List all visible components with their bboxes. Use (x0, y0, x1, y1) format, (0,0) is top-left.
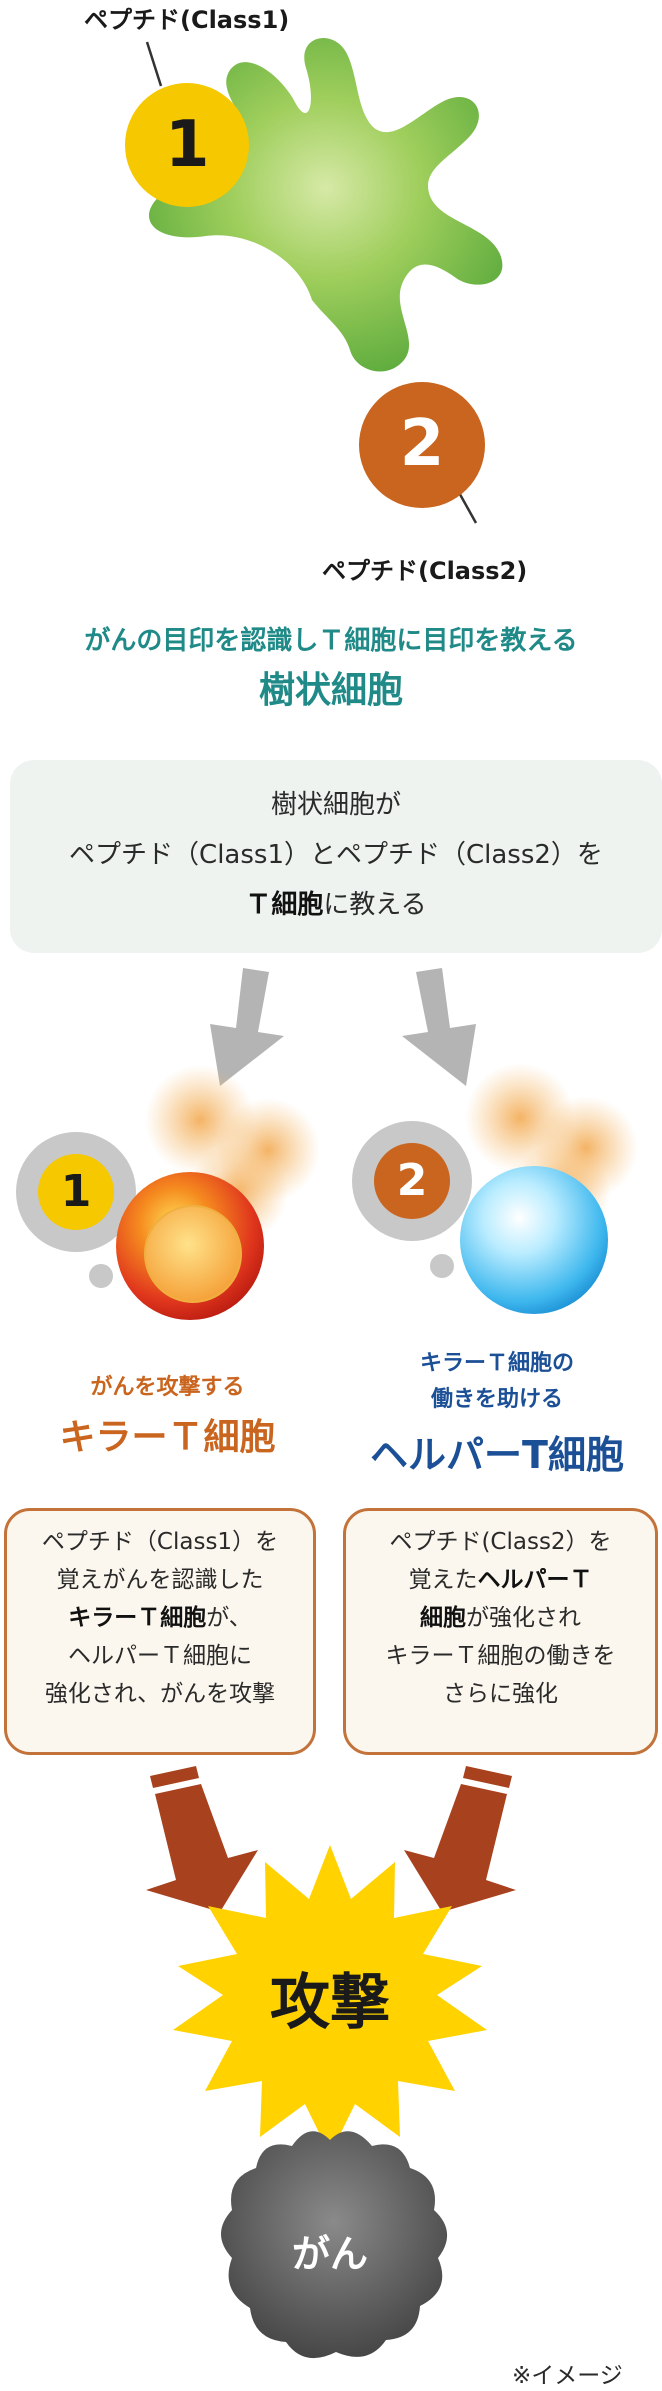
bubble-dot (89, 1264, 113, 1288)
peptide1-leader-line (145, 41, 163, 87)
bubble-dot-2 (430, 1254, 454, 1278)
cancer-label: がん (291, 2232, 368, 2276)
gray-arrow-left (210, 968, 284, 1086)
helper-box-line-3-bold: 細胞 (420, 1605, 466, 1631)
helper-box-line-4: キラーＴ細胞の働きを (385, 1643, 616, 1669)
gray-arrow-right (402, 968, 476, 1086)
helper-box-line-5: さらに強化 (443, 1681, 558, 1707)
peptide1-small-circle (38, 1154, 114, 1230)
helper-box-line-2: 覚えたヘルパーＴ (346, 1561, 655, 1599)
killer-box-line-3: キラーＴ細胞が、 (7, 1599, 313, 1637)
helper-box-line-3-rest: が強化され (466, 1605, 581, 1631)
killer-box-line-5: 強化され、がんを攻撃 (44, 1681, 276, 1707)
brown-arrow-right (404, 1766, 516, 1912)
peptide1-circle (125, 83, 249, 207)
killer-cell-group (16, 1065, 320, 1320)
helper-number: 2 (396, 1155, 428, 1206)
killer-subtitle: がんを攻撃する (90, 1375, 245, 1400)
explain-line-1: 樹状細胞が (270, 790, 401, 820)
peptide2-small-circle (374, 1143, 450, 1219)
killer-box-line-4: ヘルパーＴ細胞に (68, 1643, 252, 1669)
gear-blob-icon (221, 2131, 448, 2359)
starburst-icon (173, 1845, 487, 2155)
killer-box-line-3-bold: キラーＴ細胞 (68, 1605, 207, 1631)
helper-info-box: ペプチド(Class2）を 覚えたヘルパーＴ 細胞が強化され キラーＴ細胞の働き… (343, 1508, 658, 1755)
dendritic-cell-icon (149, 38, 503, 372)
helper-box-line-2-bold: ヘルパーＴ (477, 1567, 593, 1593)
explain-line-3: Ｔ細胞に教える (10, 880, 662, 930)
explain-line-3-bold: Ｔ細胞 (245, 890, 324, 920)
helper-subtitle-line-1: キラーＴ細胞の (419, 1351, 574, 1376)
dendritic-title: 樹状細胞 (258, 670, 403, 711)
killer-box-line-3-rest: が、 (206, 1605, 252, 1631)
peptide2-label: ペプチド(Class2) (322, 557, 528, 585)
explain-line-3-rest: に教える (323, 890, 427, 920)
helper-subtitle-line-2: 働きを助ける (430, 1387, 563, 1412)
red-orb-inner (144, 1205, 242, 1303)
killer-title: キラーＴ細胞 (59, 1417, 276, 1458)
peptide1-label: ペプチド(Class1) (84, 6, 290, 34)
peptide2-circle (359, 382, 485, 508)
killer-number: 1 (60, 1166, 92, 1217)
attack-label: 攻撃 (270, 1968, 390, 2038)
killer-box-line-1: ペプチド（Class1）を (41, 1529, 279, 1555)
image-note: ※イメージ (512, 2363, 623, 2389)
explain-box: 樹状細胞が ペプチド（Class1）とペプチド（Class2）を Ｔ細胞に教える (10, 760, 662, 953)
peptide2-number: 2 (399, 407, 445, 481)
helper-box-line-3: 細胞が強化され (346, 1599, 655, 1637)
peptide1-number: 1 (165, 108, 210, 182)
brown-arrow-left (146, 1766, 258, 1912)
dendritic-subtitle: がんの目印を認識しＴ細胞に目印を教える (84, 626, 578, 656)
killer-box-line-2: 覚えがんを認識した (56, 1567, 264, 1593)
explain-line-2: ペプチド（Class1）とペプチド（Class2）を (69, 840, 603, 870)
helper-box-line-1: ペプチド(Class2）を (389, 1529, 612, 1555)
helper-subtitle: キラーＴ細胞の 働きを助ける (332, 1346, 662, 1418)
blue-orb-icon (460, 1166, 608, 1314)
killer-info-box: ペプチド（Class1）を 覚えがんを認識した キラーＴ細胞が、 ヘルパーＴ細胞… (4, 1508, 316, 1755)
helper-box-line-2-a: 覚えた (408, 1567, 478, 1593)
helper-title: ヘルパーT細胞 (370, 1433, 624, 1477)
helper-cell-group (352, 1063, 638, 1314)
